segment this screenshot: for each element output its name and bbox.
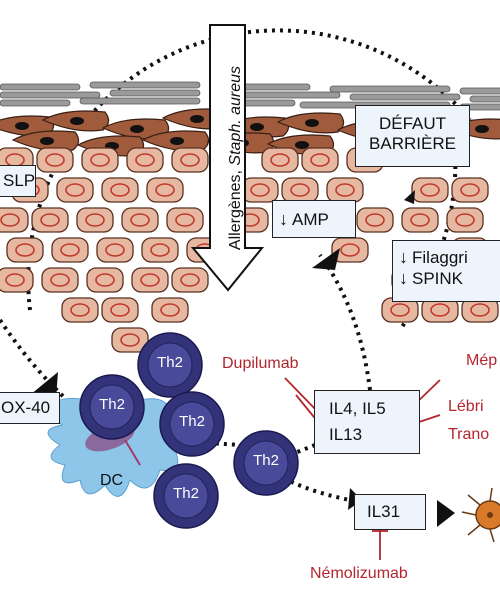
keratinocyte (121, 207, 159, 233)
keratinocyte (141, 237, 179, 263)
arrowhead-to-defaut (404, 190, 415, 204)
corneum-lamella (79, 97, 201, 105)
keratinocyte (51, 237, 89, 263)
keratinocyte (61, 297, 99, 323)
keratinocyte (171, 267, 209, 293)
allergen-entry-arrow (190, 24, 265, 292)
keratinocyte (171, 147, 209, 173)
arrowhead-to-amp (312, 248, 340, 270)
keratinocyte (356, 207, 394, 233)
corneum-lamella (109, 89, 201, 97)
th2-label: Th2 (157, 354, 183, 371)
th2-label: Th2 (253, 452, 279, 469)
keratinocyte (86, 267, 124, 293)
keratinocyte (111, 327, 149, 353)
drug-dupilumab: Dupilumab (222, 355, 299, 372)
keratinocyte (101, 297, 139, 323)
keratinocyte (261, 147, 299, 173)
th2-cells (79, 332, 299, 529)
th2-label: Th2 (99, 396, 125, 413)
keratinocyte (301, 147, 339, 173)
sensory-neuron (461, 487, 500, 543)
corneum-lamella (89, 81, 201, 89)
keratinocyte (131, 267, 169, 293)
keratinocyte (76, 207, 114, 233)
dc-label: DC (100, 472, 124, 489)
corneum-lamella (349, 93, 461, 101)
keratinocyte (6, 237, 44, 263)
amp-box: ↓AMP (272, 200, 356, 238)
drug-tralokinumab: Trano (448, 426, 490, 443)
keratinocyte (281, 177, 319, 203)
keratinocyte (96, 237, 134, 263)
keratinocyte (146, 177, 184, 203)
keratinocyte (41, 267, 79, 293)
corneum-lamella (459, 87, 500, 95)
keratinocyte (0, 267, 34, 293)
keratinocyte (401, 207, 439, 233)
il31-box: IL31 (354, 494, 426, 530)
keratinocyte (81, 147, 119, 173)
keratinocyte (241, 177, 279, 203)
ox40-box: OX-40 (0, 392, 60, 424)
allergens-label: Allergènes, Staph. aureus (227, 65, 244, 251)
filaggrin-spink-box: ↓Filaggri ↓SPINK (392, 240, 500, 302)
arrowhead-to-ox40 (30, 372, 58, 398)
drug-nemolizumab: Némolizumab (310, 565, 408, 582)
tslp-box: SLP (0, 165, 36, 197)
keratinocyte (151, 297, 189, 323)
dotted-il-to-amp (318, 253, 372, 391)
keratinocyte (326, 177, 364, 203)
corneum-lamella (0, 99, 71, 107)
keratinocyte (446, 207, 484, 233)
corneum-lamella (0, 83, 81, 91)
corneum-lamella (469, 95, 500, 103)
drug-mepolizumab: Mép (466, 352, 498, 369)
il4-il5-il13-box: IL4, IL5 IL13 (314, 390, 420, 454)
th2-label: Th2 (179, 413, 205, 430)
keratinocyte (36, 147, 74, 173)
arrowhead-to-neuron (437, 500, 455, 527)
keratinocyte (126, 147, 164, 173)
corneum-lamella (329, 85, 451, 93)
keratinocyte (56, 177, 94, 203)
keratinocyte (0, 207, 29, 233)
keratinocyte (451, 177, 489, 203)
keratinocyte (411, 177, 449, 203)
defaut-barriere-box: DÉFAUT BARRIÈRE (355, 105, 470, 167)
keratinocyte (31, 207, 69, 233)
th2-label: Th2 (173, 485, 199, 502)
keratinocyte (331, 237, 369, 263)
keratinocyte (166, 207, 204, 233)
keratinocyte (101, 177, 139, 203)
corneum-lamella (0, 91, 101, 99)
drug-lebrikizumab: Lébri (448, 398, 484, 415)
